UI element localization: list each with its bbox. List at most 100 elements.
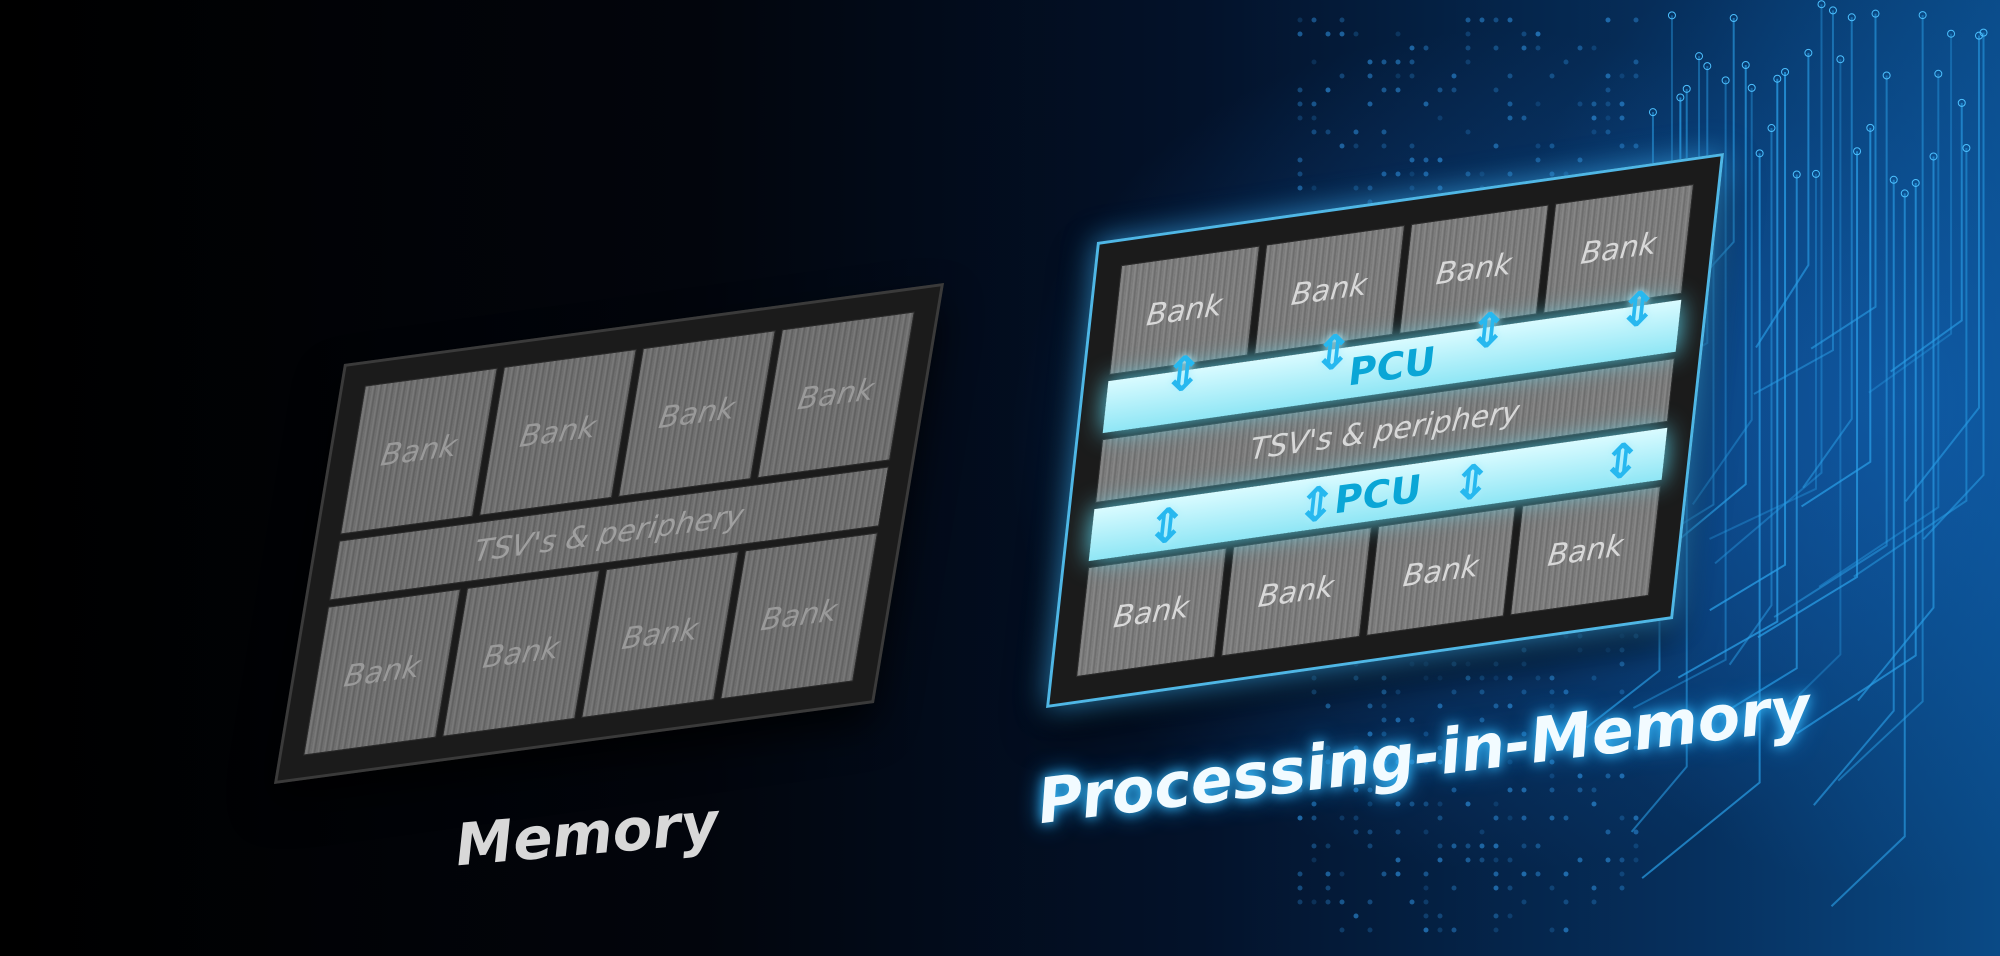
circuit-dot xyxy=(1521,745,1527,751)
circuit-dot xyxy=(1535,843,1541,849)
circuit-dot xyxy=(1311,899,1317,905)
circuit-dot xyxy=(1409,899,1415,905)
circuit-dot xyxy=(1297,101,1303,107)
circuit-dot xyxy=(1437,759,1443,765)
circuit-dot xyxy=(1465,843,1471,849)
circuit-trace xyxy=(1904,35,1980,503)
circuit-dot xyxy=(1437,185,1443,191)
circuit-dot xyxy=(1395,717,1401,723)
circuit-dot xyxy=(1297,871,1303,877)
circuit-dot xyxy=(1605,101,1611,107)
circuit-dot xyxy=(1311,689,1317,695)
circuit-dot xyxy=(1605,773,1611,779)
circuit-dot xyxy=(1423,927,1429,933)
circuit-trace xyxy=(1709,173,1817,540)
circuit-pad xyxy=(1767,124,1776,133)
circuit-dot xyxy=(1395,59,1401,65)
circuit-dot xyxy=(1605,87,1611,93)
circuit-dot xyxy=(1633,73,1639,79)
circuit-dot xyxy=(1619,773,1625,779)
circuit-dot xyxy=(1507,857,1513,863)
circuit-dot xyxy=(1311,101,1317,107)
circuit-dot xyxy=(1325,31,1331,37)
circuit-dot xyxy=(1339,143,1345,149)
circuit-dot xyxy=(1577,745,1583,751)
circuit-dot xyxy=(1437,675,1443,681)
circuit-dot xyxy=(1619,143,1625,149)
bank: Bank xyxy=(1220,526,1372,657)
circuit-dot xyxy=(1633,815,1639,821)
circuit-dot xyxy=(1311,815,1317,821)
circuit-dot xyxy=(1507,17,1513,23)
circuit-dot xyxy=(1479,717,1485,723)
circuit-dot xyxy=(1465,801,1471,807)
circuit-dot xyxy=(1437,703,1443,709)
circuit-dot xyxy=(1409,59,1415,65)
circuit-dot xyxy=(1465,17,1471,23)
circuit-dot xyxy=(1479,675,1485,681)
circuit-dot xyxy=(1423,801,1429,807)
circuit-dot xyxy=(1339,31,1345,37)
circuit-dot xyxy=(1297,815,1303,821)
circuit-dot xyxy=(1395,801,1401,807)
bank: Bank xyxy=(1543,183,1695,314)
circuit-pad xyxy=(1817,0,1826,9)
circuit-trace xyxy=(1801,127,1872,508)
circuit-trace xyxy=(1632,80,1727,709)
circuit-dot xyxy=(1633,633,1639,639)
circuit-dot xyxy=(1507,703,1513,709)
circuit-dot xyxy=(1437,745,1443,751)
circuit-dot xyxy=(1325,703,1331,709)
circuit-dot xyxy=(1549,143,1555,149)
circuit-dot xyxy=(1409,759,1415,765)
circuit-dot xyxy=(1633,17,1639,23)
circuit-dot xyxy=(1577,647,1583,653)
circuit-dot xyxy=(1465,661,1471,667)
circuit-dot xyxy=(1311,129,1317,135)
circuit-trace xyxy=(1890,102,1963,373)
circuit-dot xyxy=(1493,843,1499,849)
circuit-dot xyxy=(1409,801,1415,807)
circuit-dot xyxy=(1465,675,1471,681)
circuit-pad xyxy=(1929,152,1938,161)
circuit-dot xyxy=(1591,885,1597,891)
circuit-dot xyxy=(1451,689,1457,695)
circuit-dot xyxy=(1339,871,1345,877)
circuit-dot xyxy=(1297,185,1303,191)
circuit-dot xyxy=(1437,815,1443,821)
circuit-dot xyxy=(1633,857,1639,863)
circuit-dot xyxy=(1633,843,1639,849)
circuit-dot xyxy=(1381,675,1387,681)
circuit-dot xyxy=(1395,871,1401,877)
bank: Bank xyxy=(303,588,461,756)
circuit-dot xyxy=(1493,885,1499,891)
circuit-dot xyxy=(1479,857,1485,863)
circuit-trace xyxy=(1753,10,1834,395)
circuit-dot xyxy=(1493,857,1499,863)
circuit-dot xyxy=(1493,661,1499,667)
circuit-pad xyxy=(1866,123,1875,132)
circuit-dot xyxy=(1521,815,1527,821)
circuit-dot xyxy=(1409,185,1415,191)
circuit-dot xyxy=(1521,689,1527,695)
circuit-dot xyxy=(1619,101,1625,107)
circuit-trace xyxy=(1773,75,1888,618)
circuit-pad xyxy=(1911,178,1920,187)
circuit-dot xyxy=(1395,829,1401,835)
circuit-dot xyxy=(1577,101,1583,107)
circuit-dot xyxy=(1395,73,1401,79)
circuit-dot xyxy=(1437,927,1443,933)
circuit-pad xyxy=(1979,28,1988,37)
circuit-dot xyxy=(1507,73,1513,79)
circuit-dot xyxy=(1297,899,1303,905)
circuit-dot xyxy=(1325,899,1331,905)
circuit-dot xyxy=(1367,899,1373,905)
circuit-dot xyxy=(1591,129,1597,135)
circuit-pad xyxy=(1781,67,1790,76)
circuit-dot xyxy=(1409,45,1415,51)
circuit-dot xyxy=(1619,73,1625,79)
circuit-dot xyxy=(1535,157,1541,163)
circuit-trace xyxy=(1757,151,1859,639)
circuit-pad xyxy=(1804,48,1813,57)
